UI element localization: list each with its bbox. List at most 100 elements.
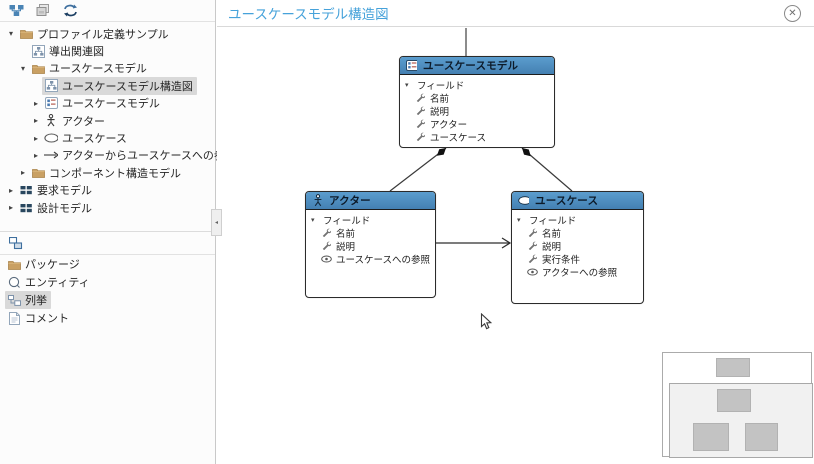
node-header[interactable]: ユースケース — [512, 192, 643, 210]
expander-open-icon[interactable]: ▾ — [20, 63, 25, 73]
eye-reference-icon — [527, 268, 538, 276]
field-row[interactable]: アクター — [405, 117, 549, 131]
close-diagram-button[interactable]: ✕ — [784, 5, 801, 22]
tree-item-usecase[interactable]: ▸ ユースケース — [0, 129, 215, 146]
node-body: ▾フィールド 名前 説明 実行条件 アクターへの参照 — [512, 210, 643, 281]
minimap-node — [716, 358, 750, 377]
expander-closed-icon[interactable]: ▸ — [8, 203, 13, 213]
minimap-node — [745, 423, 778, 451]
sidebar-section-divider — [0, 231, 215, 232]
field-group-row[interactable]: ▾フィールド — [311, 215, 371, 227]
tree-item-actor[interactable]: ▸ アクター — [0, 112, 215, 129]
minimap-panel[interactable] — [662, 352, 813, 458]
expander-closed-icon[interactable]: ▸ — [8, 185, 13, 195]
field-row[interactable]: 説明 — [405, 104, 549, 118]
usecase-ellipse-icon — [44, 133, 58, 143]
wrench-icon — [321, 241, 332, 250]
note-icon — [7, 311, 21, 325]
folder-icon — [31, 167, 45, 179]
wrench-icon — [527, 254, 538, 263]
actor-icon — [44, 114, 58, 127]
tree-item-requirement-model[interactable]: ▸ 要求モデル — [0, 182, 215, 199]
folder-icon — [7, 259, 21, 270]
palette-item-entity[interactable]: エンティティ — [0, 273, 215, 291]
reference-row[interactable]: ユースケースへの参照 — [311, 252, 430, 266]
tree-item-profile-sample[interactable]: ▾ プロファイル定義サンプル — [0, 25, 215, 42]
diagram-node-usecase-model[interactable]: ユースケースモデル ▾フィールド 名前 説明 アクター ユースケース — [399, 56, 555, 148]
field-row[interactable]: 名前 — [311, 226, 430, 240]
tree-item-usecase-model[interactable]: ▸ ユースケースモデル — [0, 95, 215, 112]
node-body: ▾フィールド 名前 説明 アクター ユースケース — [400, 75, 554, 146]
sync-profile-icon[interactable] — [61, 3, 79, 19]
sidebar-toolbar — [0, 0, 215, 22]
model-tree: ▾ プロファイル定義サンプル 導出関連図 ▾ ユースケースモデル — [0, 22, 236, 216]
minimap-viewport[interactable] — [669, 383, 813, 458]
palette-pane: パッケージ エンティティ 列挙 コメント — [0, 232, 215, 327]
field-row[interactable]: 説明 — [517, 239, 638, 253]
actor-icon — [312, 194, 323, 207]
field-row[interactable]: 説明 — [311, 239, 430, 253]
field-row[interactable]: 名前 — [405, 91, 549, 105]
entity-circle-icon — [7, 276, 21, 289]
diagram-icon — [44, 79, 58, 93]
tree-item-usecase-model-diagram[interactable]: ユースケースモデル構造図 — [0, 76, 215, 95]
arrow-right-icon — [44, 151, 58, 159]
wrench-icon — [415, 93, 426, 102]
usecase-ellipse-icon — [518, 196, 529, 205]
wrench-icon — [321, 228, 332, 237]
expander-closed-icon[interactable]: ▸ — [33, 133, 38, 143]
wrench-icon — [415, 132, 426, 141]
node-header[interactable]: アクター — [306, 192, 435, 210]
wrench-icon — [415, 119, 426, 128]
folder-icon — [19, 28, 33, 40]
model-icon — [44, 97, 58, 110]
field-group-row[interactable]: ▾フィールド — [517, 215, 577, 227]
diagram-node-actor[interactable]: アクター ▾フィールド 名前 説明 ユースケースへの参照 — [305, 191, 436, 298]
expander-closed-icon[interactable]: ▸ — [33, 150, 38, 160]
eye-reference-icon — [321, 255, 332, 263]
diagram-node-usecase[interactable]: ユースケース ▾フィールド 名前 説明 実行条件 アクターへの参照 — [511, 191, 644, 304]
enum-icon — [7, 294, 21, 306]
sidebar: ▾ プロファイル定義サンプル 導出関連図 ▾ ユースケースモデル — [0, 0, 236, 464]
node-body: ▾フィールド 名前 説明 ユースケースへの参照 — [306, 210, 435, 268]
diagram-icon — [31, 44, 45, 58]
expander-closed-icon[interactable]: ▸ — [33, 116, 38, 126]
expander-closed-icon[interactable]: ▸ — [20, 168, 25, 178]
sidebar-collapse-handle[interactable]: ◂ — [211, 209, 222, 236]
wrench-icon — [527, 241, 538, 250]
tree-item-usecase-model-folder[interactable]: ▾ ユースケースモデル — [0, 60, 215, 77]
minimap-node — [693, 423, 729, 451]
mouse-cursor — [480, 312, 493, 335]
structure-diagram-icon[interactable] — [7, 3, 25, 19]
model-grid-icon — [19, 185, 33, 195]
palette-item-package[interactable]: パッケージ — [0, 255, 215, 273]
node-header[interactable]: ユースケースモデル — [400, 57, 554, 75]
copy-icon[interactable] — [34, 3, 52, 19]
model-grid-icon — [19, 203, 33, 213]
tree-item-component-model[interactable]: ▸ コンポーネント構造モデル — [0, 164, 215, 181]
tree-item-actor-to-usecase-ref[interactable]: ▸ アクターからユースケースへの参照 — [0, 147, 236, 164]
wrench-icon — [527, 228, 538, 237]
tree-item-derived-diagram[interactable]: 導出関連図 — [0, 42, 215, 59]
hierarchy-icon[interactable] — [7, 235, 25, 251]
palette-item-comment[interactable]: コメント — [0, 309, 215, 327]
field-group-row[interactable]: ▾フィールド — [405, 80, 465, 92]
tree-item-design-model[interactable]: ▸ 設計モデル — [0, 199, 215, 216]
expander-open-icon[interactable]: ▾ — [8, 29, 13, 39]
expander-closed-icon[interactable]: ▸ — [33, 98, 38, 108]
model-icon — [406, 60, 417, 71]
page-title: ユースケースモデル構造図 — [228, 7, 389, 22]
palette-item-enum[interactable]: 列挙 — [0, 291, 215, 309]
minimap-node — [717, 389, 751, 412]
expander-open-icon[interactable]: ▾ — [405, 81, 409, 89]
field-row[interactable]: 名前 — [517, 226, 638, 240]
field-row[interactable]: ユースケース — [405, 130, 549, 144]
diagram-header: ユースケースモデル構造図 ✕ — [217, 0, 814, 27]
reference-row[interactable]: アクターへの参照 — [517, 265, 638, 279]
expander-open-icon[interactable]: ▾ — [517, 216, 521, 224]
diagram-editor: ユースケースモデル構造図 ✕ ユースケースモデル — [217, 0, 814, 464]
folder-icon — [31, 63, 45, 74]
field-row[interactable]: 実行条件 — [517, 252, 638, 266]
expander-open-icon[interactable]: ▾ — [311, 216, 315, 224]
